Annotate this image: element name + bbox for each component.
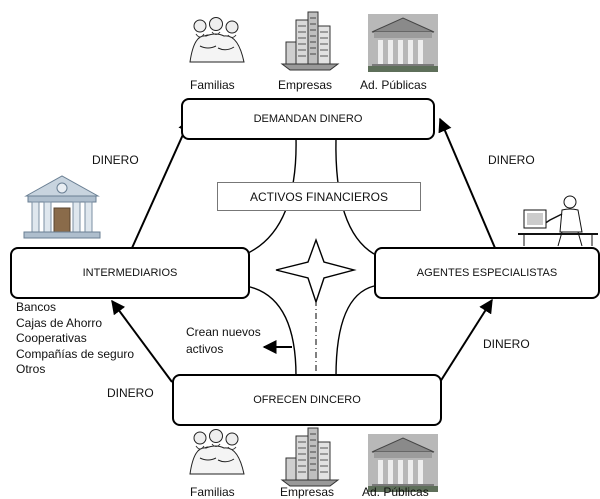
office-building-icon — [281, 11, 339, 71]
list-item: Otros — [16, 362, 46, 376]
actor-label-public-admin-top: Ad. Públicas — [360, 78, 427, 92]
intermediaries-list: Bancos Cajas de Ahorro Cooperativas Comp… — [16, 300, 134, 378]
specialist-desk-icon — [517, 195, 599, 247]
money-label-top-left: DINERO — [92, 153, 139, 167]
new-assets-line-2: activos — [186, 342, 224, 356]
actor-label-families-top: Familias — [190, 78, 235, 92]
list-item: Compañías de seguro — [16, 346, 135, 361]
actor-label-companies-bottom: Empresas — [280, 485, 335, 499]
money-label-top-right: DINERO — [488, 153, 535, 167]
actor-label-families-bottom: Familias — [190, 485, 235, 499]
government-building-icon — [367, 13, 439, 73]
bank-icon — [23, 175, 101, 239]
intermediaries-box: INTERMEDIARIOS — [10, 247, 250, 299]
specialist-agents-box: AGENTES ESPECIALISTAS — [374, 247, 600, 299]
family-icon — [189, 17, 245, 63]
money-label-bottom-left: DINERO — [107, 386, 154, 400]
office-building-icon — [281, 427, 339, 487]
financial-assets-label: ACTIVOS FINANCIEROS — [217, 182, 421, 211]
list-item: Bancos — [16, 300, 57, 314]
new-assets-line-1: Crean nuevos — [186, 325, 261, 339]
money-label-bottom-right: DINERO — [483, 337, 530, 351]
list-item: Cooperativas — [16, 331, 87, 345]
government-building-icon — [367, 433, 439, 493]
offer-money-box: OFRECEN DINCERO — [172, 374, 442, 426]
list-item: Cajas de Ahorro — [16, 315, 103, 330]
demand-money-box: DEMANDAN DINERO — [181, 98, 435, 140]
actor-label-companies-top: Empresas — [278, 78, 333, 92]
family-icon — [189, 429, 245, 475]
actor-label-public-admin-bottom: Ad. Públicas — [362, 485, 429, 499]
